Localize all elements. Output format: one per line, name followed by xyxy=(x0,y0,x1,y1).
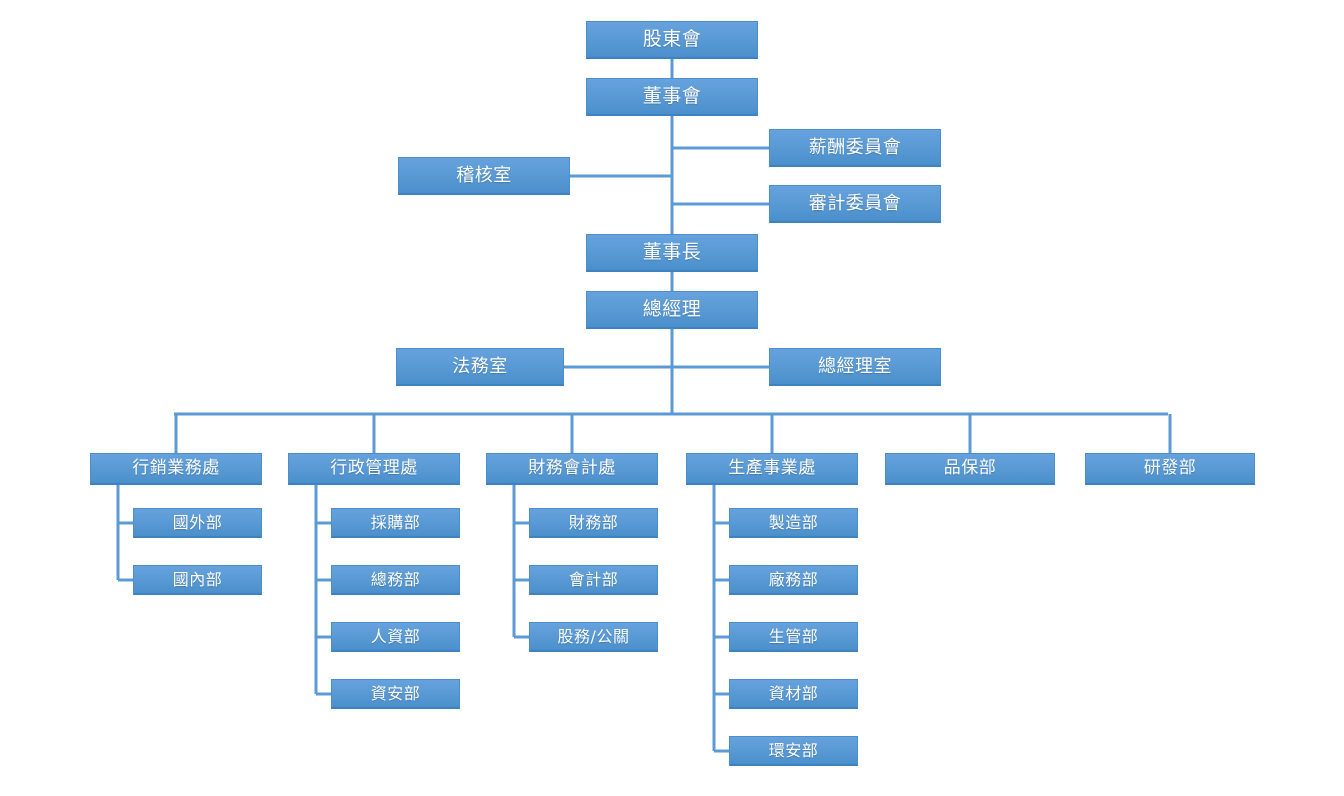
node-division-quality-assurance[interactable]: 品保部 xyxy=(885,453,1055,485)
node-department-sales-marketing-1[interactable]: 國內部 xyxy=(133,565,262,595)
node-board-of-directors[interactable]: 董事會 xyxy=(586,78,758,116)
node-department-administration-1[interactable]: 總務部 xyxy=(331,565,460,595)
node-department-sales-marketing-0[interactable]: 國外部 xyxy=(133,508,262,538)
node-department-finance-accounting-2[interactable]: 股務/公關 xyxy=(529,622,658,652)
node-department-finance-accounting-1[interactable]: 會計部 xyxy=(529,565,658,595)
node-chairman[interactable]: 董事長 xyxy=(586,234,758,272)
node-audit-committee[interactable]: 審計委員會 xyxy=(769,185,941,223)
node-department-administration-3[interactable]: 資安部 xyxy=(331,679,460,709)
node-department-production-4[interactable]: 環安部 xyxy=(729,736,858,766)
node-division-administration[interactable]: 行政管理處 xyxy=(288,453,460,485)
node-division-finance-accounting[interactable]: 財務會計處 xyxy=(486,453,658,485)
node-president-office[interactable]: 總經理室 xyxy=(769,348,941,386)
node-department-production-3[interactable]: 資材部 xyxy=(729,679,858,709)
node-president[interactable]: 總經理 xyxy=(586,291,758,329)
node-compensation-committee[interactable]: 薪酬委員會 xyxy=(769,129,941,167)
node-department-production-2[interactable]: 生管部 xyxy=(729,622,858,652)
node-division-production[interactable]: 生產事業處 xyxy=(686,453,858,485)
node-department-production-0[interactable]: 製造部 xyxy=(729,508,858,538)
node-audit-office[interactable]: 稽核室 xyxy=(398,157,570,195)
node-legal-office[interactable]: 法務室 xyxy=(396,348,564,386)
node-shareholders-meeting[interactable]: 股東會 xyxy=(586,21,758,59)
node-department-production-1[interactable]: 廠務部 xyxy=(729,565,858,595)
node-division-research-development[interactable]: 研發部 xyxy=(1085,453,1255,485)
node-division-sales-marketing[interactable]: 行銷業務處 xyxy=(90,453,262,485)
node-department-finance-accounting-0[interactable]: 財務部 xyxy=(529,508,658,538)
node-department-administration-0[interactable]: 採購部 xyxy=(331,508,460,538)
node-department-administration-2[interactable]: 人資部 xyxy=(331,622,460,652)
